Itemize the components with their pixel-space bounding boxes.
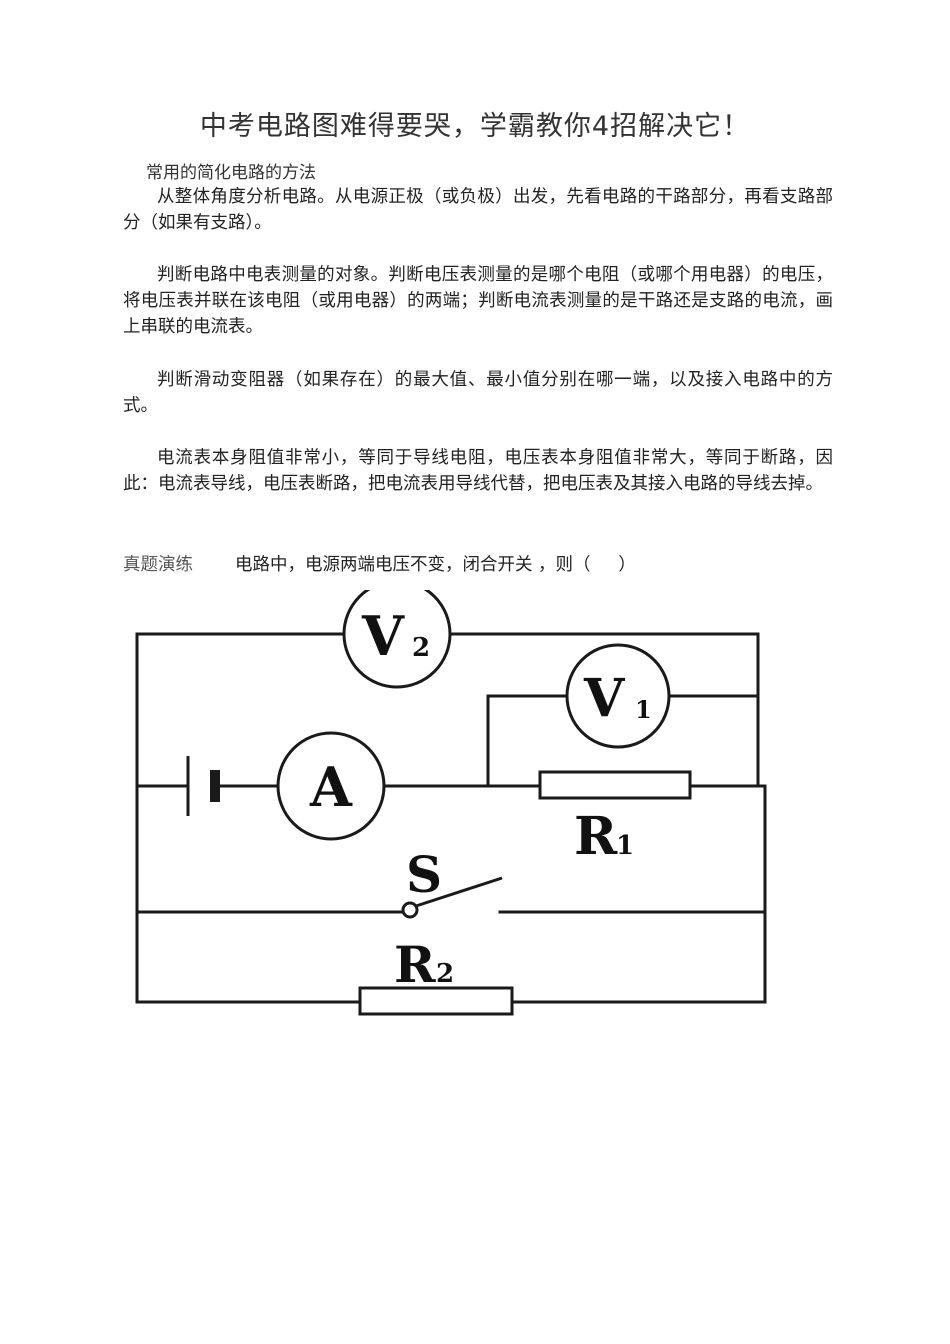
exercise-line: 真题演练 电路中，电源两端电压不变，闭合开关 ，则（ ） (123, 552, 636, 578)
svg-text:S: S (406, 845, 442, 904)
page-title: 中考电路图难得要哭，学霸教你4招解决它！ (199, 111, 751, 142)
resistor-r1: R 1 (538, 770, 692, 867)
paragraph: 电流表本身阻值非常小，等同于导线电阻，电压表本身阻值非常大，等同于断路，因此：电… (123, 448, 833, 494)
ammeter: A (276, 731, 386, 841)
resistor-r2: R 2 (358, 935, 514, 1016)
paragraph: 从整体角度分析电路。从电源正极（或负极）出发，先看电路的干路部分，再看支路部分（… (123, 187, 833, 233)
svg-text:2: 2 (436, 959, 454, 989)
svg-text:V: V (583, 668, 626, 729)
svg-text:R: R (394, 935, 436, 994)
circuit-diagram: V 2 V 1 A R 1 S R 2 (135, 590, 767, 1016)
svg-text:A: A (309, 755, 353, 819)
switch-s: S (401, 845, 503, 919)
svg-text:V: V (361, 604, 405, 668)
section-heading: 常用的简化电路的方法 (146, 163, 316, 183)
voltmeter-v1: V 1 (565, 643, 671, 749)
voltmeter-v2: V 2 (342, 590, 452, 689)
paragraph: 判断电路中电表测量的对象。判断电压表测量的是哪个电阻（或哪个用电器）的电压，将电… (123, 265, 833, 337)
svg-text:R: R (574, 806, 618, 867)
paragraph: 判断滑动变阻器（如果存在）的最大值、最小值分别在哪一端，以及接入电路中的方式。 (123, 370, 833, 416)
svg-text:1: 1 (616, 831, 634, 861)
exercise-label: 真题演练 (123, 555, 193, 575)
exercise-question: 电路中，电源两端电压不变，闭合开关 ，则（ ） (235, 555, 636, 575)
battery-symbol (186, 756, 220, 816)
svg-text:1: 1 (635, 695, 652, 724)
svg-text:2: 2 (412, 633, 430, 663)
circuit-wires (135, 632, 767, 1004)
